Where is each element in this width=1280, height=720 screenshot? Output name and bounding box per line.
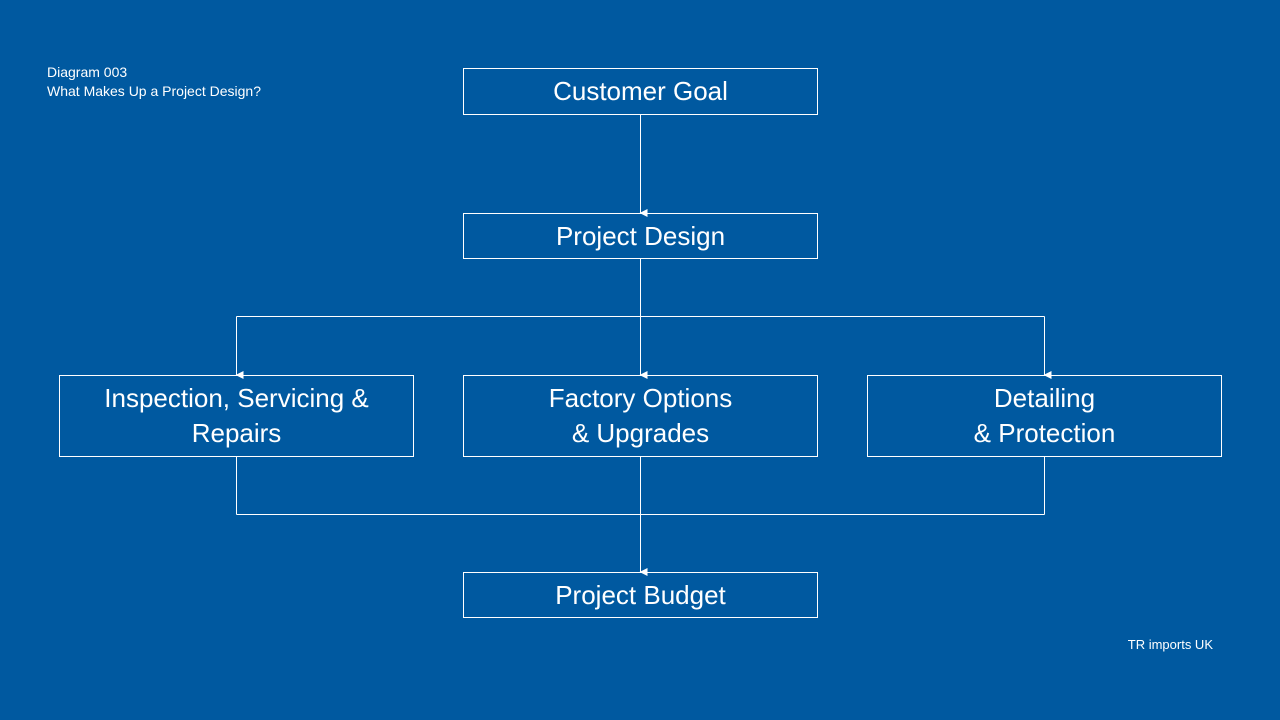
diagram-number: Diagram 003 [47,64,128,80]
node-factory-options-upgrades: Factory Options & Upgrades [463,375,818,457]
node-inspection-servicing-repairs: Inspection, Servicing & Repairs [59,375,414,457]
node-project-design: Project Design [463,213,818,259]
company-credit: TR imports UK [1127,637,1213,652]
diagram-caption: Diagram 003 What Makes Up a Project Desi… [47,63,261,101]
node-customer-goal-label: Customer Goal [553,76,728,106]
node-detailing-label: Detailing & Protection [973,383,1116,448]
node-customer-goal: Customer Goal [463,68,818,115]
node-factory-options-label: Factory Options & Upgrades [548,383,733,448]
node-project-budget: Project Budget [463,572,818,618]
node-project-budget-label: Project Budget [555,579,726,610]
node-detailing-protection: Detailing & Protection [867,375,1222,457]
node-inspection-label: Inspection, Servicing & Repairs [104,383,369,448]
node-project-design-label: Project Design [555,220,726,251]
diagram-title: What Makes Up a Project Design? [47,83,261,99]
